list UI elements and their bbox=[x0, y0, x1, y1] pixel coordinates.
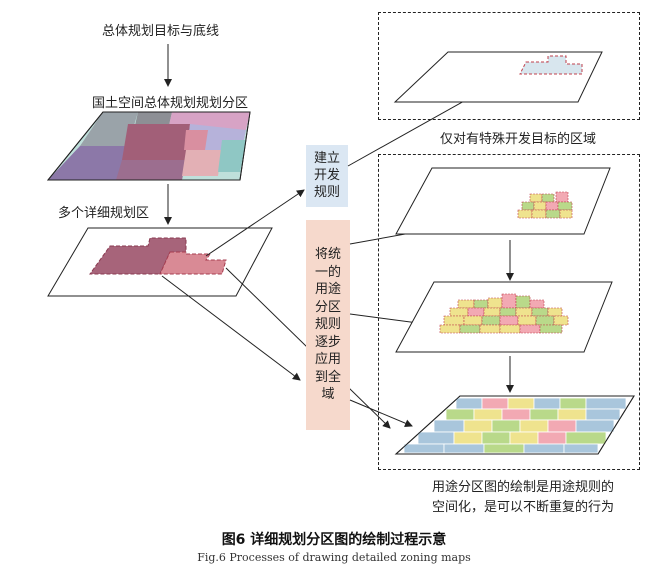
special-area-plane bbox=[393, 51, 603, 103]
special-area-group bbox=[378, 12, 640, 120]
box-build-rules bbox=[306, 145, 348, 207]
arrow-to-apply-rules bbox=[161, 275, 301, 381]
stage1-plane bbox=[395, 167, 611, 235]
label-special-area-note: 仅对有特殊开发目标的区域 bbox=[440, 132, 597, 147]
full-domain-group bbox=[378, 154, 640, 470]
arrow-to-build-rules bbox=[205, 189, 305, 257]
detailed-zones-plane bbox=[47, 227, 273, 297]
bottom-note-line1: 用途分区图的绘制是用途规则的 bbox=[432, 480, 615, 495]
bottom-note-line2: 空间化，是可以不断重复的行为 bbox=[432, 500, 615, 515]
box-build-text: 建立 开发 规则 bbox=[313, 151, 340, 200]
national-zoning-plane bbox=[46, 111, 251, 181]
label-national-zoning: 国土空间总体规划规划分区 bbox=[92, 96, 249, 111]
stage2-plane bbox=[395, 281, 613, 353]
label-top-goal: 总体规划目标与底线 bbox=[102, 24, 220, 39]
arrow-apply-to-stage3 bbox=[349, 399, 413, 427]
stage3-plane bbox=[394, 395, 635, 455]
box-apply-text: 将统 一的 用途 分区 规则 逐步 应用 到全 域 bbox=[314, 247, 341, 402]
label-detailed-zones: 多个详细规划区 bbox=[58, 206, 150, 221]
figure-caption-cn: 图6 详细规划分区图的绘制过程示意 bbox=[221, 532, 447, 548]
figure-caption-en: Fig.6 Processes of drawing detailed zoni… bbox=[197, 551, 471, 564]
box-apply-rules bbox=[306, 220, 350, 430]
